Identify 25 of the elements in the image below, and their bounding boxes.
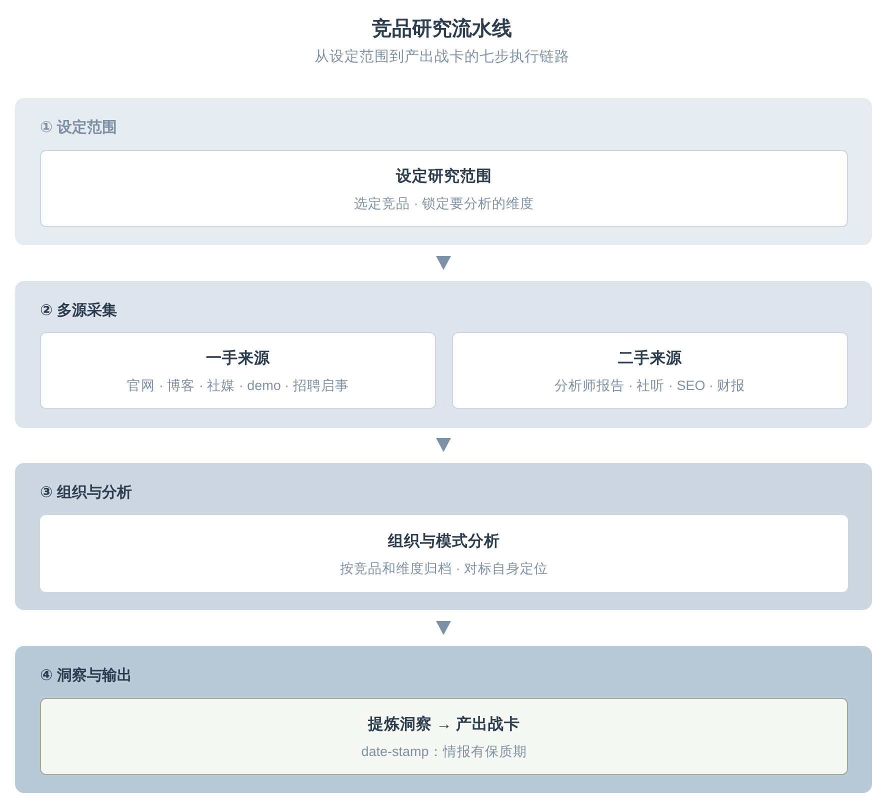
phase-heading: ② 多源采集: [40, 301, 117, 321]
phase-heading: ④ 洞察与输出: [40, 666, 132, 686]
phase-heading: ③ 组织与分析: [40, 483, 132, 503]
card-title: 二手来源: [618, 348, 682, 369]
card-title: 一手来源: [206, 348, 270, 369]
phase-band: [15, 98, 872, 245]
step-card: [40, 150, 848, 227]
card-title: 组织与模式分析: [388, 532, 500, 552]
step-card: [40, 332, 436, 409]
card-text: 选定竞品 · 锁定要分析的维度: [354, 195, 534, 213]
card-title: 设定研究范围: [396, 166, 492, 187]
card-text: date-stamp：情报有保质期: [361, 743, 527, 761]
card-text: 分析师报告 · 社听 · SEO · 财报: [554, 377, 746, 395]
card-title: 提炼洞察 → 产出战卡: [368, 714, 520, 735]
phase-band: [15, 646, 872, 793]
step-card: [40, 515, 848, 592]
phase-band: [15, 463, 872, 610]
title: 竞品研究流水线: [372, 16, 512, 42]
card-text: 按竞品和维度归档 · 对标自身定位: [340, 560, 548, 578]
step-card: [40, 698, 848, 775]
phase-heading: ① 设定范围: [40, 118, 117, 138]
card-text: 官网 · 博客 · 社媒 · demo · 招聘启事: [127, 377, 349, 395]
step-card: [452, 332, 848, 409]
phase-band: [15, 281, 872, 428]
subtitle: 从设定范围到产出战卡的七步执行链路: [314, 48, 570, 66]
